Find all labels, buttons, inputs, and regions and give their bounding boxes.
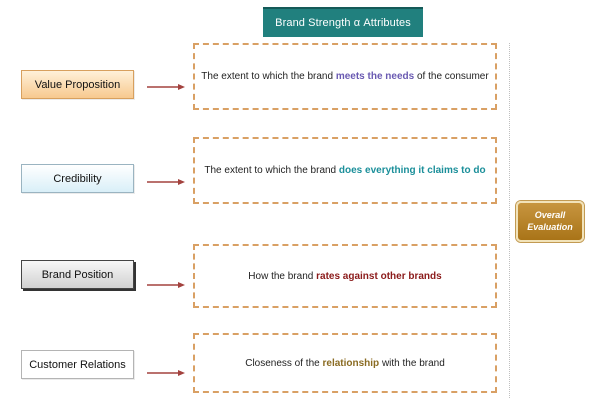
arrow-right-icon — [147, 281, 185, 289]
overall-line-1: Overall — [534, 210, 566, 221]
attribute-description: The extent to which the brand does every… — [204, 165, 485, 176]
attribute-value-proposition: Value Proposition — [21, 70, 134, 99]
attribute-credibility: Credibility — [21, 164, 134, 193]
arrow-right-icon — [147, 369, 185, 377]
description-text: The extent to which the brand — [201, 71, 336, 82]
attribute-description: How the brand rates against other brands — [248, 271, 441, 282]
attribute-customer-relations: Customer Relations — [21, 350, 134, 379]
attribute-description-box: The extent to which the brand meets the … — [193, 43, 497, 110]
overall-evaluation-box: Overall Evaluation — [516, 201, 584, 242]
attribute-label: Credibility — [53, 172, 102, 185]
attribute-description: The extent to which the brand meets the … — [201, 71, 488, 82]
attribute-description-box: The extent to which the brand does every… — [193, 137, 497, 204]
attribute-brand-position: Brand Position — [21, 260, 134, 289]
description-highlight: rates against other brands — [316, 270, 442, 282]
description-highlight: meets the needs — [335, 71, 415, 82]
attribute-description-box: Closeness of the relationship with the b… — [193, 333, 497, 393]
attribute-label: Customer Relations — [29, 358, 126, 371]
description-text: with the brand — [379, 357, 445, 369]
overall-evaluation-label: Overall Evaluation — [527, 210, 573, 233]
diagram-title-text: Brand Strength α Attributes — [275, 17, 411, 29]
description-text: How the brand — [248, 270, 317, 282]
description-text: of the consumer — [414, 71, 489, 82]
description-highlight: relationship — [322, 357, 380, 369]
attribute-description: Closeness of the relationship with the b… — [245, 358, 445, 369]
description-highlight: does everything it claims to do — [338, 165, 486, 176]
description-text: The extent to which the brand — [204, 165, 339, 176]
attribute-description-box: How the brand rates against other brands — [193, 244, 497, 308]
attribute-label: Brand Position — [41, 268, 114, 281]
arrow-right-icon — [147, 178, 185, 186]
diagram-title: Brand Strength α Attributes — [263, 7, 423, 37]
overall-line-2: Evaluation — [527, 221, 573, 232]
evaluation-connector-line — [509, 43, 510, 398]
attribute-label: Value Proposition — [34, 78, 121, 91]
arrow-right-icon — [147, 83, 185, 91]
description-text: Closeness of the — [245, 357, 323, 369]
